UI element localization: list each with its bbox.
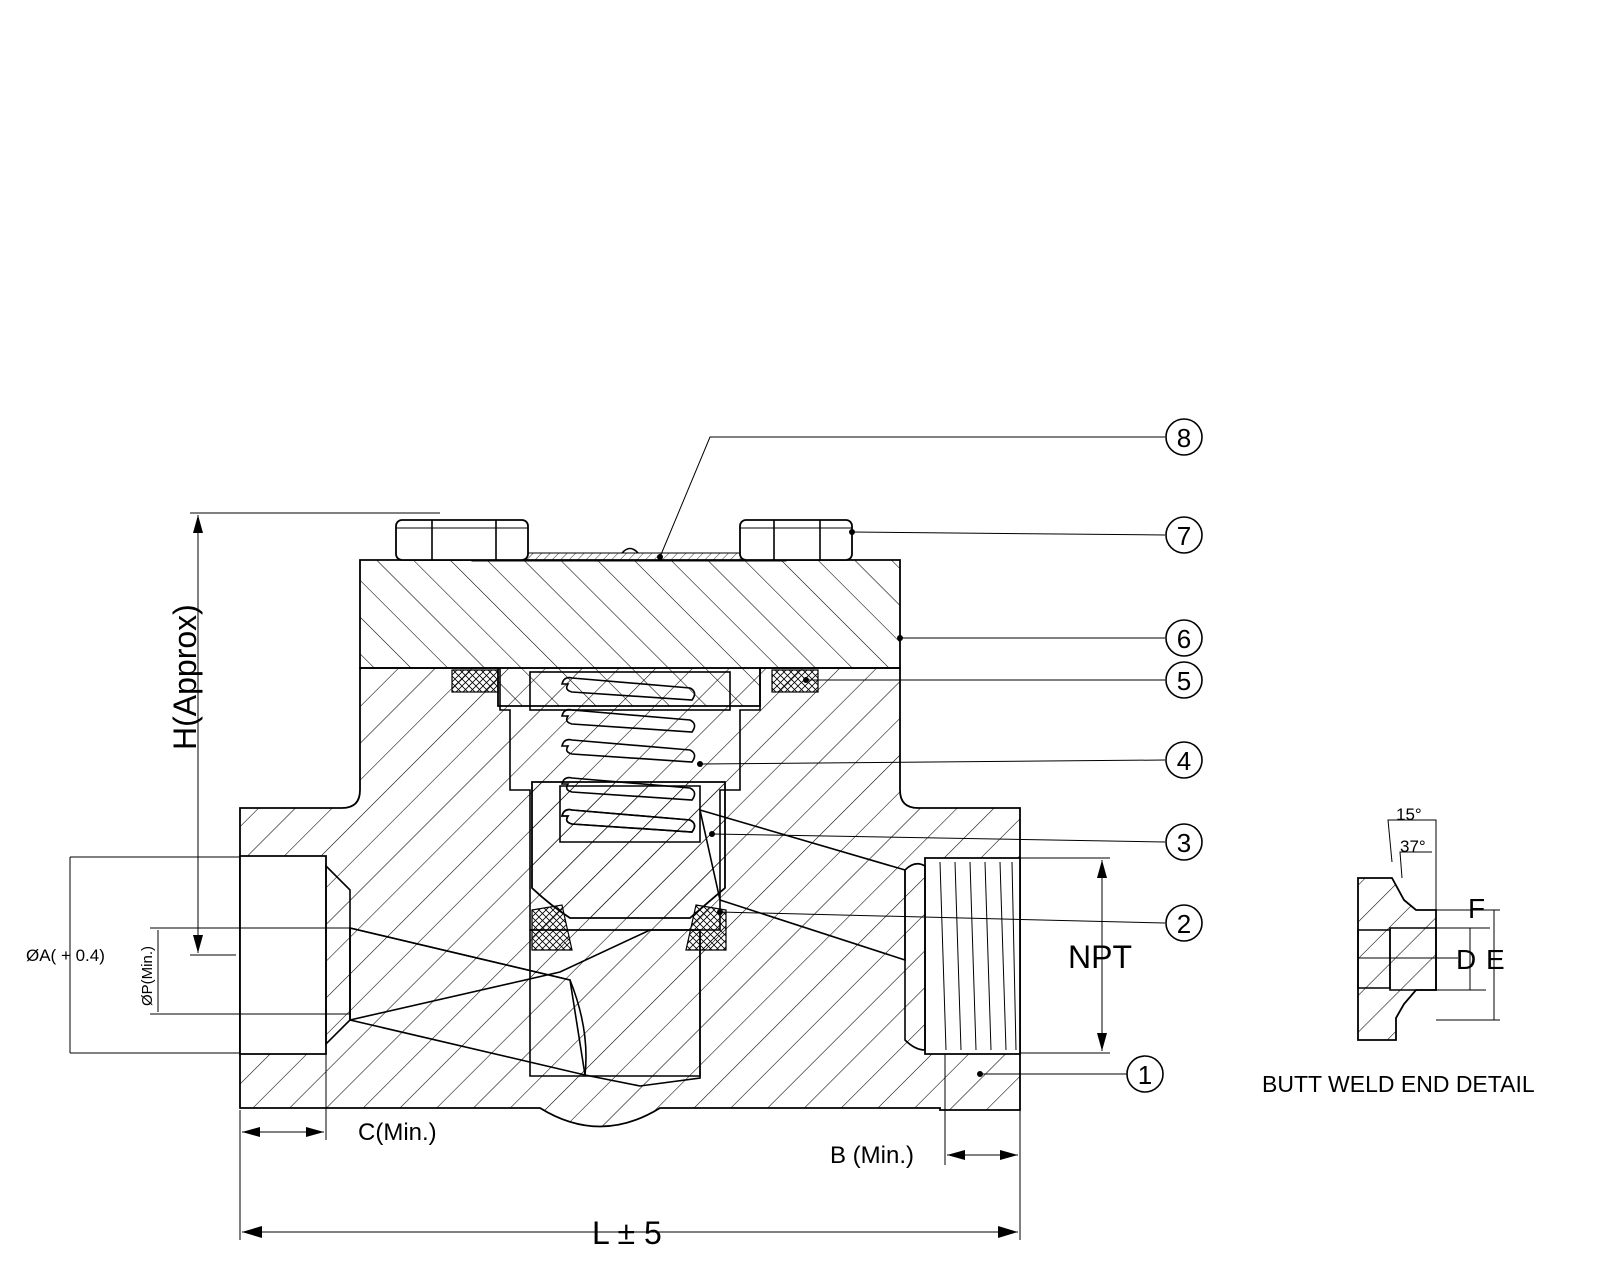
gasket-right — [771, 669, 819, 693]
callout-number: 1 — [1138, 1060, 1152, 1090]
dim-bore-a: ØA( + 0.4) — [26, 856, 240, 1054]
callout-number: 6 — [1177, 624, 1191, 654]
dim-length-label: L ± 5 — [592, 1215, 662, 1251]
dim-npt: NPT — [1020, 857, 1132, 1054]
dim-bore-a-label: ØA( + 0.4) — [26, 946, 105, 965]
callout-1: 1 — [1126, 1055, 1164, 1093]
callout-6: 6 — [1165, 619, 1203, 657]
angle-37-label: 37° — [1400, 837, 1426, 856]
callout-leaders — [657, 436, 1166, 1077]
dim-height: H(Approx) — [167, 512, 440, 956]
dim-bore-p-label: ØP(Min.) — [139, 946, 156, 1006]
callout-number: 3 — [1177, 828, 1191, 858]
dim-npt-label: NPT — [1068, 939, 1132, 975]
dim-b-min-label: B (Min.) — [830, 1142, 914, 1169]
callout-number: 8 — [1177, 423, 1191, 453]
callout-number: 2 — [1177, 909, 1191, 939]
seat-left — [531, 904, 573, 951]
callout-3: 3 — [1165, 823, 1203, 861]
callout-2: 2 — [1165, 904, 1203, 942]
dim-e-label: E — [1486, 944, 1505, 975]
callout-5: 5 — [1165, 661, 1203, 699]
bonnet-bolt-right — [739, 519, 853, 561]
seat-right — [685, 904, 727, 951]
callout-number: 4 — [1177, 746, 1191, 776]
dim-c-min: C(Min.) — [239, 1054, 437, 1240]
dim-length: L ± 5 — [242, 1215, 1018, 1251]
dim-height-label: H(Approx) — [167, 604, 203, 750]
callout-8: 8 — [1165, 418, 1203, 456]
dim-d-label: D — [1456, 944, 1476, 975]
gasket-left — [451, 669, 499, 693]
callout-7: 7 — [1165, 516, 1203, 554]
butt-weld-detail: 15° 37° F D E BUTT WELD END DETAIL — [1262, 805, 1535, 1097]
valve-bonnet — [359, 559, 901, 707]
npt-threads — [939, 861, 1017, 1051]
disc — [531, 781, 726, 919]
callout-number: 7 — [1177, 521, 1191, 551]
callout-number: 5 — [1177, 666, 1191, 696]
bonnet-bolt-left — [395, 519, 529, 561]
dim-b-min: B (Min.) — [830, 1054, 1021, 1240]
callout-4: 4 — [1165, 741, 1203, 779]
dim-c-min-label: C(Min.) — [358, 1119, 437, 1146]
butt-weld-title: BUTT WELD END DETAIL — [1262, 1071, 1535, 1097]
dim-f-label: F — [1468, 893, 1485, 924]
angle-15-label: 15° — [1396, 805, 1422, 824]
dim-bore-p: ØP(Min.) — [139, 927, 350, 1015]
